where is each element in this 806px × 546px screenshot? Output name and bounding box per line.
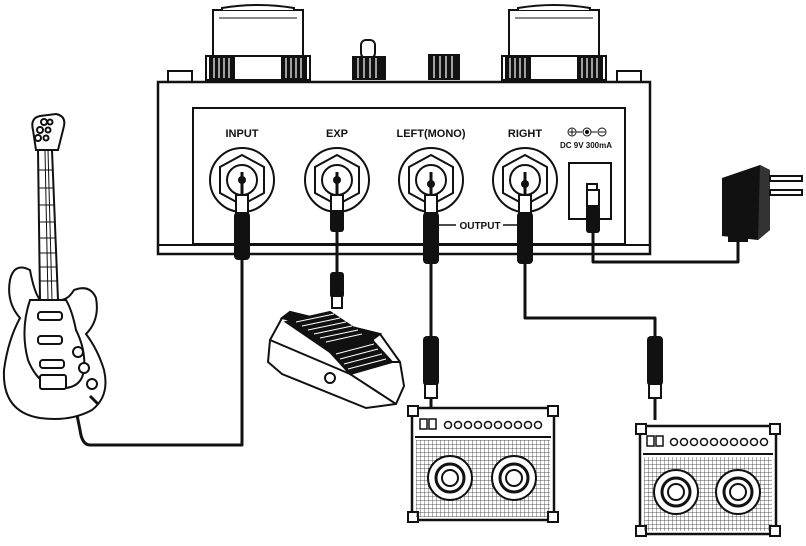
top-knob-led bbox=[352, 40, 386, 80]
right-amplifier-icon bbox=[636, 424, 780, 536]
top-knob bbox=[428, 54, 460, 80]
right-label: RIGHT bbox=[508, 128, 543, 140]
left-mono-label: LEFT(MONO) bbox=[396, 128, 465, 140]
right-amp-plug bbox=[647, 336, 663, 420]
output-label: OUTPUT bbox=[459, 221, 500, 232]
left-amp-plug bbox=[423, 336, 439, 414]
right-footswitch bbox=[502, 5, 606, 80]
exp-label: EXP bbox=[326, 128, 348, 140]
dc-spec-label: DC 9V 300mA bbox=[560, 141, 612, 150]
expression-pedal-icon bbox=[268, 312, 404, 408]
left-footswitch bbox=[206, 5, 310, 80]
electric-guitar-icon bbox=[4, 114, 106, 419]
pedal-unit: INPUT EXP LEFT(MONO) RIGHT DC 9V 300mA bbox=[158, 5, 650, 264]
input-label: INPUT bbox=[226, 128, 259, 140]
guitar-cable bbox=[76, 258, 242, 445]
exp-pedal-plug bbox=[330, 272, 344, 308]
dc-plug bbox=[586, 190, 600, 233]
left-amplifier-icon bbox=[408, 406, 558, 522]
right-output-cable bbox=[525, 262, 655, 340]
power-adapter-icon bbox=[722, 165, 802, 242]
